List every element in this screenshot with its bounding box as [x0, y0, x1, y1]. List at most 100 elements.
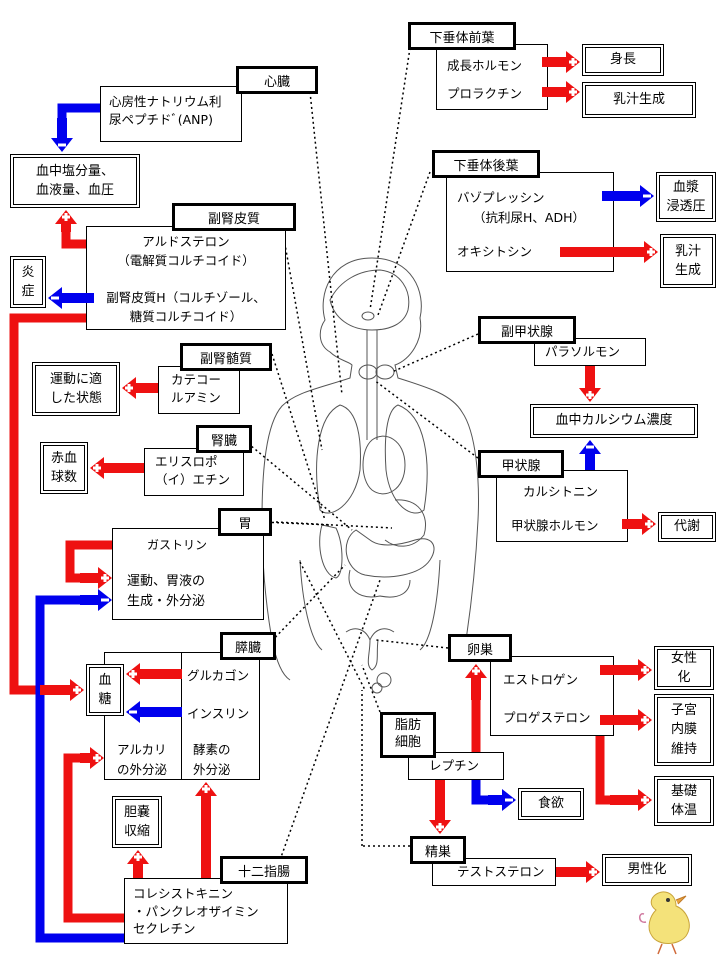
gallbladder-line1: 胆嚢 — [123, 804, 150, 820]
endometrium-output: 子宮内膜維持 — [654, 694, 714, 766]
rbc-output: 赤血球数 — [40, 442, 88, 494]
milk1-output: 乳汁生成 — [582, 82, 696, 118]
blood-salt-line1: 血中塩分量、 — [35, 163, 114, 179]
blood-calcium-output: 血中カルシウム濃度 — [530, 404, 698, 438]
ovary-box: エストロゲン プロゲステロン — [490, 656, 614, 736]
anterior-pituitary-box: 成長ホルモン プロラクチン — [436, 44, 548, 110]
endometrium-line3: 維持 — [670, 741, 697, 757]
pancreas-label: 膵臓 — [220, 632, 276, 660]
exercise-line1: 運動に適 — [49, 371, 102, 387]
posterior-pituitary-label: 下垂体後葉 — [432, 150, 540, 178]
leptin-label: レプチン — [429, 758, 480, 773]
plasma-line1: 血漿 — [672, 179, 699, 195]
thyroid-box: カルシトニン 甲状腺ホルモン — [496, 470, 628, 542]
gastrin-label: ガストリン — [147, 538, 208, 552]
calcitonin-label: カルシトニン — [523, 484, 599, 499]
adrenal-medulla-label: 副腎髄質 — [180, 343, 272, 371]
adipocyte-label: 脂肪 細胞 — [380, 712, 436, 758]
plasma-output: 血漿浸透圧 — [656, 172, 716, 222]
alkali-line1: アルカリ — [117, 742, 167, 757]
milk2-line2: 生成 — [674, 263, 701, 278]
rbc-line2: 球数 — [50, 470, 77, 485]
adipocyte-line2: 細胞 — [394, 735, 421, 750]
milk2-output: 乳汁生成 — [660, 234, 716, 288]
secretin-label: セクレチン — [133, 921, 196, 936]
prolactin-label: プロラクチン — [447, 86, 523, 101]
kidney-box: エリスロポ （イ）エチン — [144, 448, 244, 496]
inflammation-line1: 炎 — [21, 264, 35, 280]
vasopressin-label: バゾプレッシン — [457, 190, 545, 205]
parathyroid-label: 副甲状腺 — [478, 316, 576, 344]
kidney-label: 腎臓 — [196, 425, 252, 453]
thyroid-label: 甲状腺 — [478, 450, 564, 478]
insulin-label: インスリン — [187, 706, 250, 721]
cck-label: コレシストキニン — [133, 886, 234, 901]
masculinization-output: 男性化 — [602, 854, 692, 886]
gastric-effect-line2: 生成・外分泌 — [127, 594, 206, 609]
epo-line2: （イ）エチン — [155, 472, 231, 488]
duodenum-label: 十二指腸 — [220, 856, 308, 884]
appetite-output: 食欲 — [518, 788, 584, 820]
aldosterone-sub: （電解質コルチコイド） — [117, 253, 255, 268]
adrenal-cortex-label: 副腎皮質 — [172, 203, 296, 231]
pancreozymin-label: ・パンクレオザイミン — [133, 903, 259, 919]
glucagon-label: グルカゴン — [187, 668, 250, 683]
testis-box: テストステロン — [432, 858, 556, 886]
inflammation-line2: 症 — [21, 284, 35, 299]
catecholamine-line2: ルアミン — [171, 390, 221, 406]
progesterone-label: プロゲステロン — [503, 710, 591, 725]
thyroid-hormone-label: 甲状腺ホルモン — [511, 518, 599, 533]
feminization-line1: 女性 — [670, 650, 697, 666]
basal-temp-line1: 基礎 — [670, 783, 697, 799]
gallbladder-output: 胆嚢収縮 — [112, 796, 162, 848]
leader-lines — [243, 47, 479, 861]
adipocyte-line1: 脂肪 — [394, 718, 421, 734]
blood-salt-line2: 血液量、血圧 — [35, 183, 114, 198]
stomach-box: ガストリン 運動、胃液の 生成・外分泌 — [112, 528, 264, 620]
testis-label: 精巣 — [410, 836, 466, 864]
aldosterone-label: アルドステロン — [142, 234, 230, 249]
oxytocin-label: オキシトシン — [457, 244, 533, 259]
adrenal-medulla-box: カテコー ルアミン — [158, 366, 240, 414]
estrogen-label: エストロゲン — [503, 672, 579, 687]
exercise-line2: した状態 — [49, 391, 102, 406]
blood-sugar-output: 血糖 — [86, 664, 124, 716]
enzyme-line2: 外分泌 — [193, 762, 231, 777]
rbc-line1: 赤血 — [50, 450, 77, 466]
height-output: 身長 — [582, 44, 664, 76]
enzyme-line1: 酵素の — [193, 742, 231, 757]
cortisol-label: 副腎皮質H（コルチゾール、 — [106, 290, 266, 305]
blood-sugar-line1: 血 — [98, 672, 112, 688]
heart-label: 心臓 — [236, 66, 318, 94]
body-silhouette — [261, 257, 479, 694]
anp-line2: 尿ペプチドﾞ(ANP) — [109, 112, 213, 128]
blood-salt-output: 血中塩分量、血液量、血圧 — [10, 154, 140, 208]
gastric-effect-line1: 運動、胃液の — [127, 574, 206, 589]
endometrium-line1: 子宮 — [670, 702, 697, 718]
alkali-line2: の外分泌 — [117, 762, 168, 777]
parathormone-label: パラソルモン — [545, 344, 621, 359]
cortisol-sub: 糖質コルチコイド） — [129, 309, 243, 324]
duodenum-box: コレシストキニン ・パンクレオザイミン セクレチン — [124, 878, 288, 944]
catecholamine-line1: カテコー — [171, 372, 222, 387]
testosterone-label: テストステロン — [457, 864, 545, 879]
epo-line1: エリスロポ — [155, 454, 218, 469]
feminization-output: 女性化 — [654, 646, 714, 690]
anp-line1: 心房性ナトリウム利 — [109, 94, 222, 109]
gh-label: 成長ホルモン — [447, 58, 523, 73]
anterior-pituitary-label: 下垂体前葉 — [408, 22, 516, 50]
milk2-line1: 乳汁 — [674, 243, 701, 259]
posterior-pituitary-box: バゾプレッシン （抗利尿H、ADH） オキシトシン — [446, 172, 614, 272]
basal-temp-line2: 体温 — [670, 803, 697, 818]
plasma-line2: 浸透圧 — [666, 199, 706, 214]
chick-doodle-icon — [639, 891, 690, 955]
feminization-line2: 化 — [677, 670, 691, 685]
adh-label: （抗利尿H、ADH） — [473, 210, 585, 225]
adrenal-cortex-box: アルドステロン （電解質コルチコイド） 副腎皮質H（コルチゾール、 糖質コルチコ… — [86, 226, 286, 330]
gallbladder-line2: 収縮 — [123, 824, 150, 839]
stomach-label: 胃 — [218, 508, 272, 536]
heart-hormone-box: 心房性ナトリウム利 尿ペプチドﾞ(ANP) — [100, 86, 242, 142]
basal-temp-output: 基礎体温 — [654, 776, 714, 826]
pancreas-box: グルカゴン インスリン アルカリ の外分泌 酵素の 外分泌 — [104, 652, 260, 780]
blood-sugar-line2: 糖 — [98, 692, 112, 707]
